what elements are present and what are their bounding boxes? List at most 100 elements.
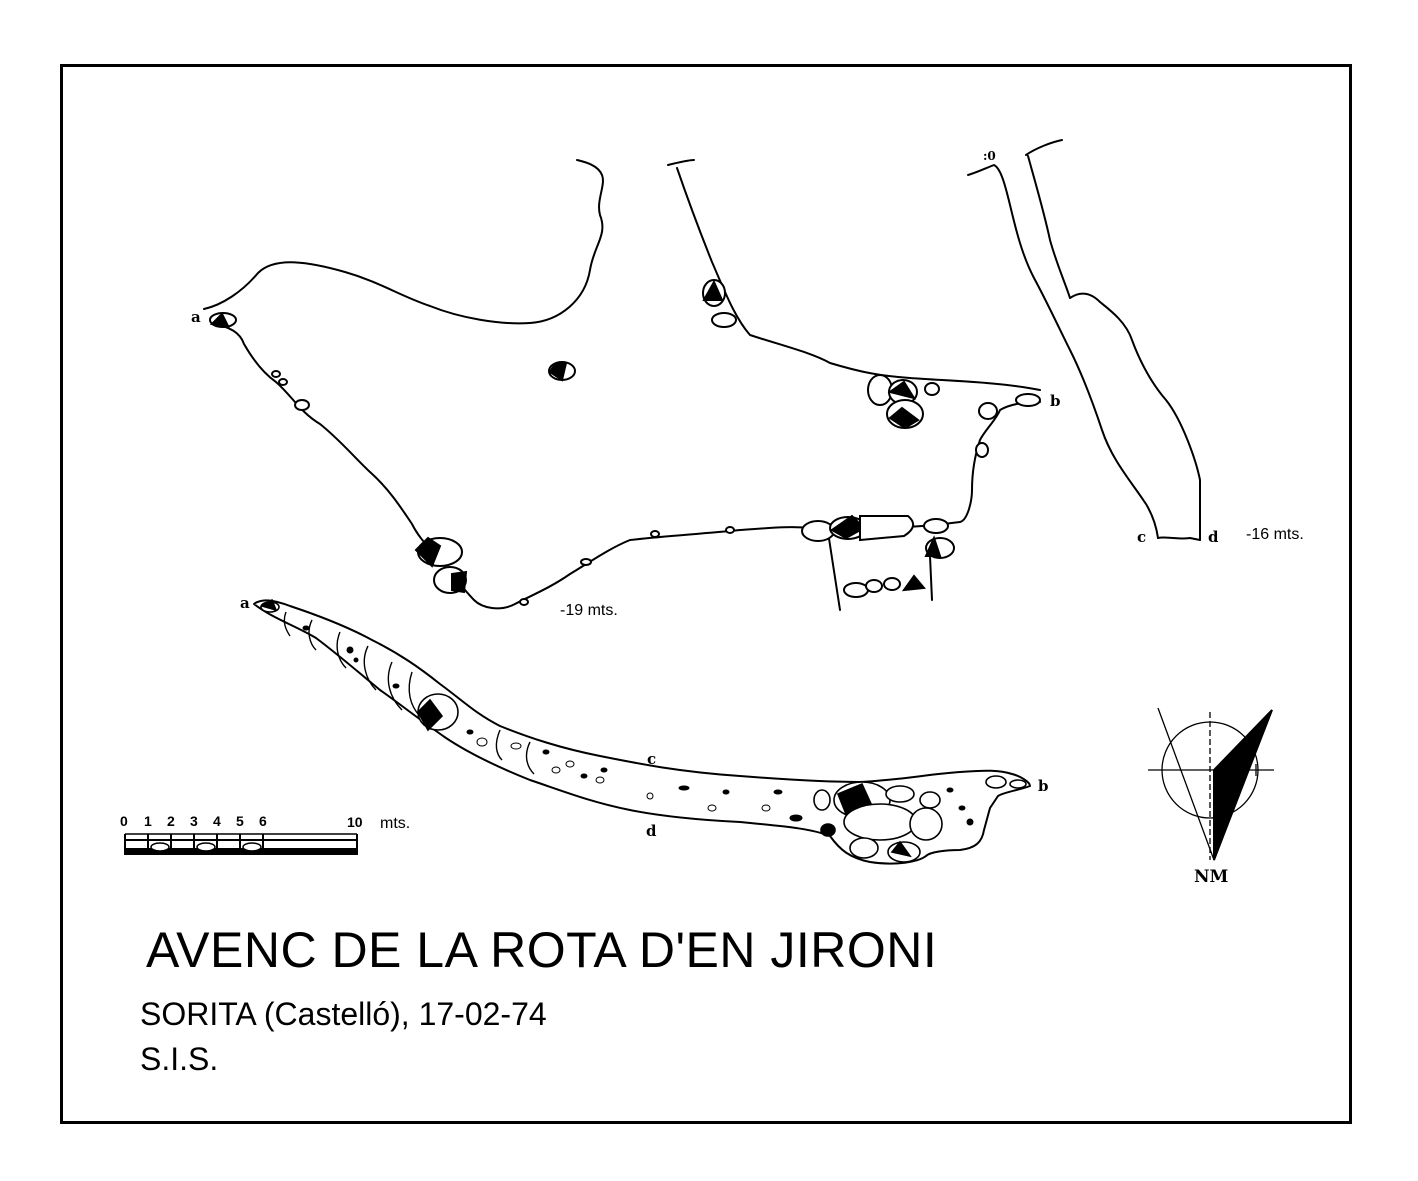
cross-section-point-zero: :0: [983, 149, 996, 163]
pebble: [466, 729, 474, 735]
frame-border: [60, 64, 1352, 1124]
cross-section-depth-label: -16 mts.: [1246, 526, 1304, 543]
scale-bar-segments: [150, 842, 262, 852]
pebble: [346, 646, 354, 654]
boulder: [813, 789, 831, 811]
plan-slope-line: [387, 661, 403, 711]
scale-tick-label: 1: [144, 813, 152, 829]
boulder: [725, 526, 735, 534]
boulder-shade: [548, 361, 568, 382]
section-ceiling-line: [203, 159, 604, 325]
pebble: [551, 766, 561, 774]
north-arrow-needle-black: [1213, 709, 1273, 861]
pebble: [707, 804, 717, 812]
boulder-shade: [702, 279, 724, 301]
scale-tick-label: 0: [120, 813, 128, 829]
cross-section: [967, 139, 1201, 541]
boulder-shade: [209, 312, 230, 328]
survey-title: AVENC DE LA ROTA D'EN JIRONI: [146, 922, 938, 978]
pebble: [302, 625, 310, 631]
scale-segment: [242, 842, 262, 852]
scale-tick-label: 2: [167, 813, 175, 829]
pebble: [646, 792, 654, 800]
boulder: [650, 530, 660, 538]
boulder: [843, 803, 917, 841]
pebble: [476, 737, 488, 747]
boulder: [849, 837, 879, 859]
section-boulders: [209, 279, 1041, 606]
boulder-shade: [924, 535, 942, 557]
boulder: [580, 558, 592, 566]
plan-boulders: [260, 598, 1027, 863]
boulder: [1015, 393, 1041, 407]
pebble: [789, 814, 803, 822]
pebble: [580, 773, 588, 779]
boulder: [923, 518, 949, 534]
north-arrow-label: NM: [1194, 867, 1229, 887]
author-line: S.I.S.: [140, 1041, 219, 1077]
scale-segment: [196, 842, 216, 852]
boulder: [859, 515, 915, 542]
pebble: [678, 785, 690, 791]
cross-section-point-c: c: [1137, 528, 1146, 546]
north-arrow: NM: [1148, 707, 1274, 887]
scale-tick-label: 10: [347, 814, 363, 830]
pebble: [510, 742, 522, 750]
boulder-shade: [260, 598, 278, 612]
boulder-shade: [901, 574, 926, 592]
north-arrow-declination-line: [1157, 707, 1215, 861]
boulder: [801, 520, 835, 542]
boulder: [885, 785, 915, 803]
plan-slope-line: [283, 611, 291, 637]
scale-segment: [150, 842, 170, 852]
cross-section-floor: [1157, 536, 1201, 541]
section-lower-shaft-left: [827, 531, 841, 611]
boulder: [924, 382, 940, 396]
scale-bar-ticks: 0 1 2 3 4 5 6 10: [120, 813, 363, 830]
scale-unit-label: mts.: [380, 815, 410, 832]
pebble: [966, 818, 974, 826]
pebble: [773, 789, 783, 795]
scale-tick-label: 4: [213, 813, 221, 829]
scale-tick-label: 6: [259, 813, 267, 829]
boulder-shade: [887, 380, 917, 400]
pebble: [542, 749, 550, 755]
plan-point-b: b: [1038, 777, 1049, 795]
boulder: [919, 791, 941, 809]
plan-point-d: d: [646, 822, 657, 840]
plan-slope-line: [525, 741, 535, 775]
pebble: [958, 805, 966, 811]
pebble: [595, 776, 605, 784]
boulder: [978, 402, 998, 420]
scale-tick-label: 5: [236, 813, 244, 829]
pebble: [722, 789, 730, 795]
boulder: [883, 577, 901, 591]
section-floor-line: [211, 323, 1041, 610]
section-lower-shaft-right: [929, 555, 933, 601]
plan-slope-line: [495, 729, 503, 761]
pebble: [353, 657, 359, 663]
boulder: [271, 370, 281, 378]
boulder: [1009, 779, 1027, 789]
boulder: [843, 582, 869, 598]
boulder-shade: [888, 406, 920, 430]
pebble: [761, 804, 771, 812]
pebble: [392, 683, 400, 689]
boulder: [820, 823, 836, 837]
cross-section-left-wall: [967, 164, 1159, 539]
boulder-shade: [890, 840, 912, 858]
boulder-shade: [451, 570, 468, 594]
boulder: [278, 378, 288, 386]
cross-section-right-wall: [1025, 139, 1201, 541]
section-depth-label: -19 mts.: [560, 602, 618, 619]
plan-pebbles: [302, 625, 974, 826]
boulder-shade: [414, 536, 442, 568]
plan-point-c: c: [647, 750, 656, 768]
section-point-b: b: [1050, 392, 1061, 410]
scale-bar: 0 1 2 3 4 5 6 10 mts.: [120, 813, 410, 855]
pebble: [600, 767, 608, 773]
boulder: [975, 442, 989, 458]
boulder: [909, 807, 943, 841]
plan-slope-line: [363, 645, 377, 691]
